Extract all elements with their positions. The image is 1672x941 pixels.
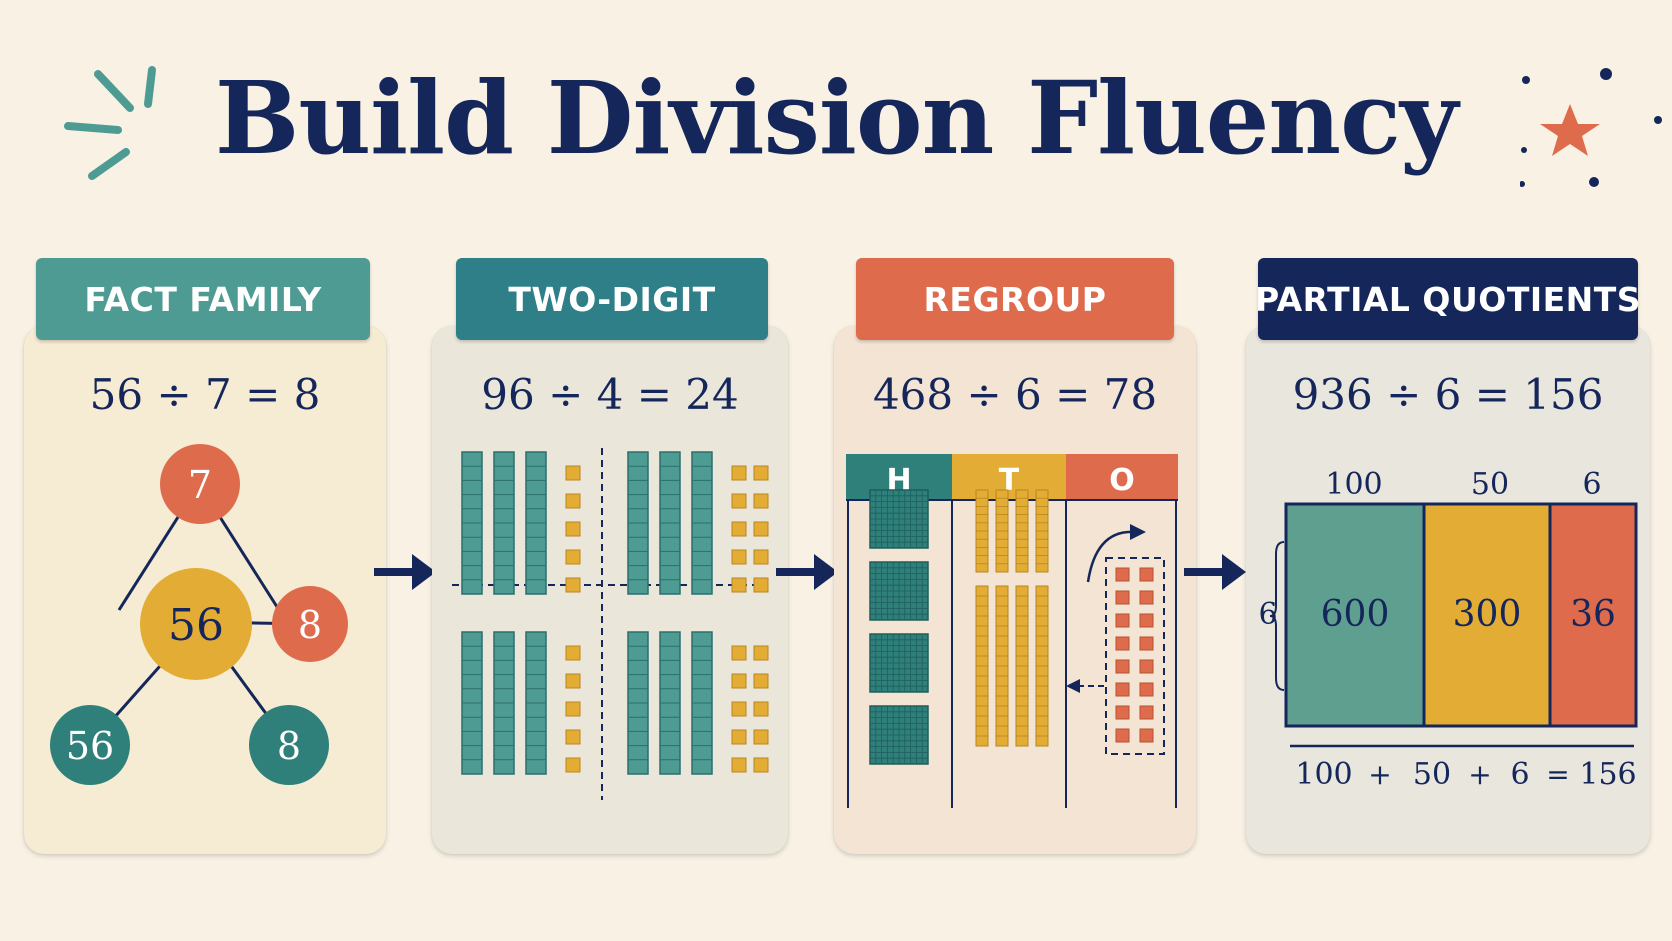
sum-result: 156 (1579, 757, 1636, 792)
svg-text:8: 8 (298, 603, 322, 647)
area-cell-300: 300 (1453, 594, 1522, 635)
partial-quotients-label: PARTIAL QUOTIENTS (1255, 258, 1641, 340)
one-cube (731, 577, 747, 593)
place-value-chart: H T O (846, 454, 1178, 808)
one-cube (753, 465, 769, 481)
sum-plus: + (1368, 758, 1391, 791)
one-cube (1139, 613, 1154, 628)
one-cube (565, 673, 581, 689)
fact-family-label: FACT FAMILY (36, 258, 370, 340)
one-cube (1115, 705, 1130, 720)
one-cube (1115, 590, 1130, 605)
sum-plus: + (1468, 758, 1491, 791)
star-icon (1520, 68, 1662, 187)
one-cube (565, 645, 581, 661)
column-header-ones: O (1109, 463, 1135, 498)
partial-quotients-equation: 936 ÷ 6 = 156 (1292, 370, 1604, 419)
two-digit-equation: 96 ÷ 4 = 24 (481, 370, 739, 419)
sum-term: 100 (1295, 757, 1352, 792)
node-bottom-right: 8 (249, 705, 329, 785)
sum-term: 50 (1413, 757, 1451, 792)
area-cell-600: 600 (1321, 594, 1390, 635)
one-cube (1139, 590, 1154, 605)
sparkle-lines-icon (64, 66, 156, 180)
one-cube (1139, 659, 1154, 674)
one-cube (731, 701, 747, 717)
one-cube (753, 645, 769, 661)
one-cube (1139, 705, 1154, 720)
one-cube (565, 577, 581, 593)
one-cube (565, 493, 581, 509)
node-right: 8 (272, 586, 348, 662)
one-cube (731, 729, 747, 745)
two-digit-label: TWO-DIGIT (456, 258, 768, 340)
one-cube (1139, 728, 1154, 743)
arrow-icon (776, 554, 838, 590)
one-cube (1139, 636, 1154, 651)
fact-family-equation: 56 ÷ 7 = 8 (89, 370, 321, 419)
one-cube (565, 521, 581, 537)
one-cube (1139, 682, 1154, 697)
one-cube (753, 701, 769, 717)
sum-term: 6 (1510, 757, 1529, 792)
one-cube (1139, 567, 1154, 582)
page-title: Build Division Fluency (214, 59, 1458, 177)
one-cube (1115, 567, 1130, 582)
svg-text:56: 56 (66, 724, 114, 768)
svg-text:7: 7 (188, 463, 212, 507)
one-cube (731, 645, 747, 661)
one-cube (753, 577, 769, 593)
one-cube (753, 757, 769, 773)
one-cube (753, 673, 769, 689)
one-cube (565, 757, 581, 773)
area-cell-36: 36 (1570, 594, 1616, 635)
one-cube (565, 729, 581, 745)
node-center: 56 (140, 568, 252, 680)
two-digit-card (432, 326, 788, 854)
one-cube (1115, 636, 1130, 651)
one-cube (753, 521, 769, 537)
one-cube (1115, 613, 1130, 628)
sum-equals: = (1546, 758, 1569, 791)
regroup-label: REGROUP (856, 258, 1174, 340)
arrow-icon (374, 554, 436, 590)
top-label-hundreds: 100 (1325, 467, 1382, 502)
arrow-icon (1184, 554, 1246, 590)
one-cube (565, 465, 581, 481)
one-cube (731, 521, 747, 537)
one-cube (731, 493, 747, 509)
column-header-tens: T (999, 463, 1020, 498)
base-ten-groups (452, 448, 769, 800)
one-cube (753, 549, 769, 565)
one-cube (731, 673, 747, 689)
side-label: 6 (1258, 597, 1277, 632)
one-cube (565, 701, 581, 717)
fact-family-diagram: 7 56 8 56 8 (50, 444, 348, 785)
one-cube (753, 729, 769, 745)
one-cube (731, 757, 747, 773)
one-cube (1115, 682, 1130, 697)
node-bottom-left: 56 (50, 705, 130, 785)
one-cube (1115, 728, 1130, 743)
regroup-equation: 468 ÷ 6 = 78 (872, 370, 1158, 419)
one-cube (731, 549, 747, 565)
svg-text:8: 8 (277, 724, 301, 768)
one-cube (565, 549, 581, 565)
one-cube (753, 493, 769, 509)
node-top: 7 (160, 444, 240, 524)
area-model: 100 50 6 6 600 300 36 100 + 50 + 6 = 156 (1258, 467, 1638, 792)
one-cube (731, 465, 747, 481)
top-label-six: 6 (1582, 467, 1601, 502)
one-cube (1115, 659, 1130, 674)
svg-text:56: 56 (168, 600, 224, 651)
top-label-fifty: 50 (1471, 467, 1509, 502)
